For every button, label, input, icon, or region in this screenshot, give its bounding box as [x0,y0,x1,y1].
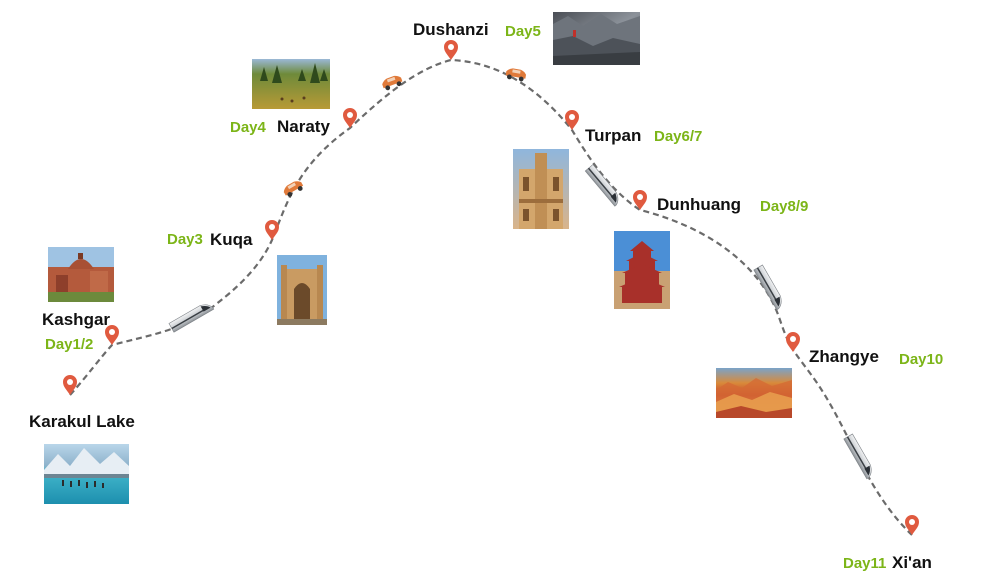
stop-name-dushanzi: Dushanzi [413,20,489,39]
stop-day-kashgar: Day1/2 [45,336,94,353]
location-pin-icon [905,515,919,535]
karakul-lake-photo [44,444,129,504]
stop-day-dushanzi: Day5 [505,23,541,40]
location-pin-icon [444,40,458,60]
location-pin-icon [105,325,119,345]
stop-day-xian: Day11 [843,555,887,572]
location-pin-icon [343,108,357,128]
dunhuang-photo [614,231,670,309]
stop-name-xian: Xi'an [892,553,932,572]
stop-day-zhangye: Day10 [899,351,944,368]
car-icon [283,181,304,197]
car-icon [382,75,403,91]
stop-day-naraty: Day4 [230,119,266,136]
kashgar-photo [48,247,114,302]
stop-day-kuqa: Day3 [167,231,203,248]
stop-name-dunhuang: Dunhuang [657,195,742,214]
location-pin-icon [63,375,77,395]
route-line [69,58,913,536]
stop-day-dunhuang: Day8/9 [760,198,809,215]
transport-icons [168,68,872,480]
location-pin-icon [786,332,800,352]
stop-name-karakul-lake: Karakul Lake [29,412,135,431]
naraty-photo [252,59,330,109]
location-pins [63,40,919,535]
stop-name-turpan: Turpan [585,126,642,145]
kuqa-photo [277,255,327,325]
stop-name-naraty: Naraty [277,117,330,136]
stop-day-turpan: Day6/7 [654,128,703,145]
dushanzi-photo [553,12,640,65]
stop-name-kuqa: Kuqa [210,230,253,249]
train-icon [843,433,872,480]
location-pin-icon [265,220,279,240]
turpan-photo [513,149,569,229]
location-pin-icon [565,110,579,130]
location-pin-icon [633,190,647,210]
train-icon [584,164,619,207]
car-icon [505,68,527,82]
stop-name-zhangye: Zhangye [809,347,879,366]
stop-name-kashgar: Kashgar [42,310,111,329]
train-icon [168,304,215,333]
zhangye-photo [716,368,792,418]
train-icon [753,264,782,311]
